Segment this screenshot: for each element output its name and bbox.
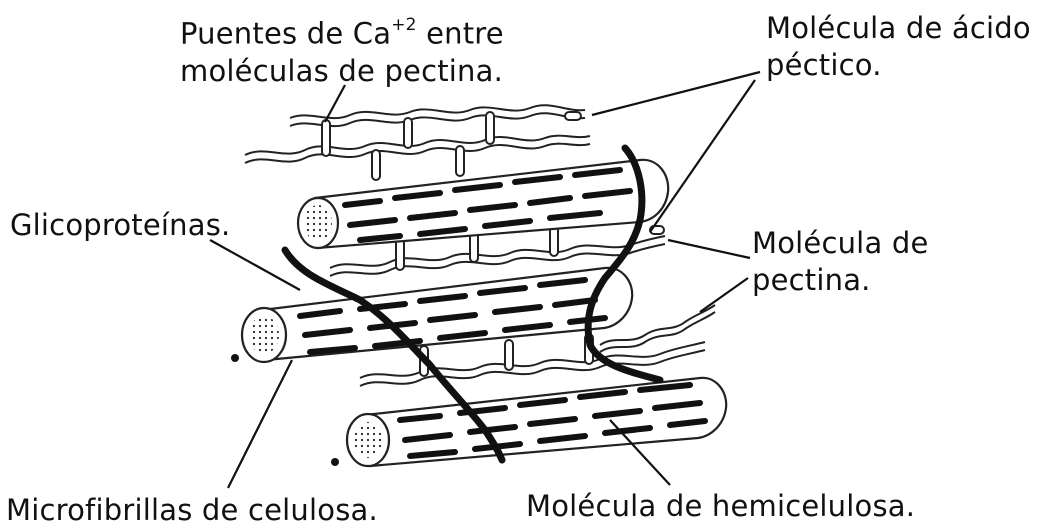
cellulose-fibril-middle [231,268,632,362]
puentes-text-post: entre [417,17,504,51]
pectina-text-line2: pectina. [752,262,928,299]
label-cellulose-microfibrils: Microfibrillas de celulosa. [6,492,378,529]
acido-text-line2: péctico. [766,47,1031,84]
micro-text: Microfibrillas de celulosa. [6,492,378,529]
pointer-micro [228,360,292,488]
label-calcium-bridges: Puentes de Ca+2 entre moléculas de pecti… [180,10,504,90]
pointer-pectina-1 [668,240,750,258]
label-pectic-acid: Molécula de ácido péctico. [766,10,1031,84]
label-pectin-molecule: Molécula de pectina. [752,225,928,299]
label-hemicellulose: Molécula de hemicelulosa. [526,488,915,525]
puentes-text-line2: moléculas de pectina. [180,53,504,90]
label-glycoproteins: Glicoproteínas. [10,207,230,244]
glico-text: Glicoproteínas. [10,207,230,244]
puentes-text-pre: Puentes de Ca [180,17,391,51]
cellulose-fibril-upper [298,160,668,248]
pointer-pectina-2 [700,278,748,312]
acido-text-line1: Molécula de ácido [766,10,1031,47]
puentes-superscript: +2 [391,15,416,35]
hemi-text: Molécula de hemicelulosa. [526,488,915,525]
cellulose-fibril-lower [331,378,726,466]
pectina-text-line1: Molécula de [752,225,928,262]
pointer-acido-2 [650,80,755,232]
